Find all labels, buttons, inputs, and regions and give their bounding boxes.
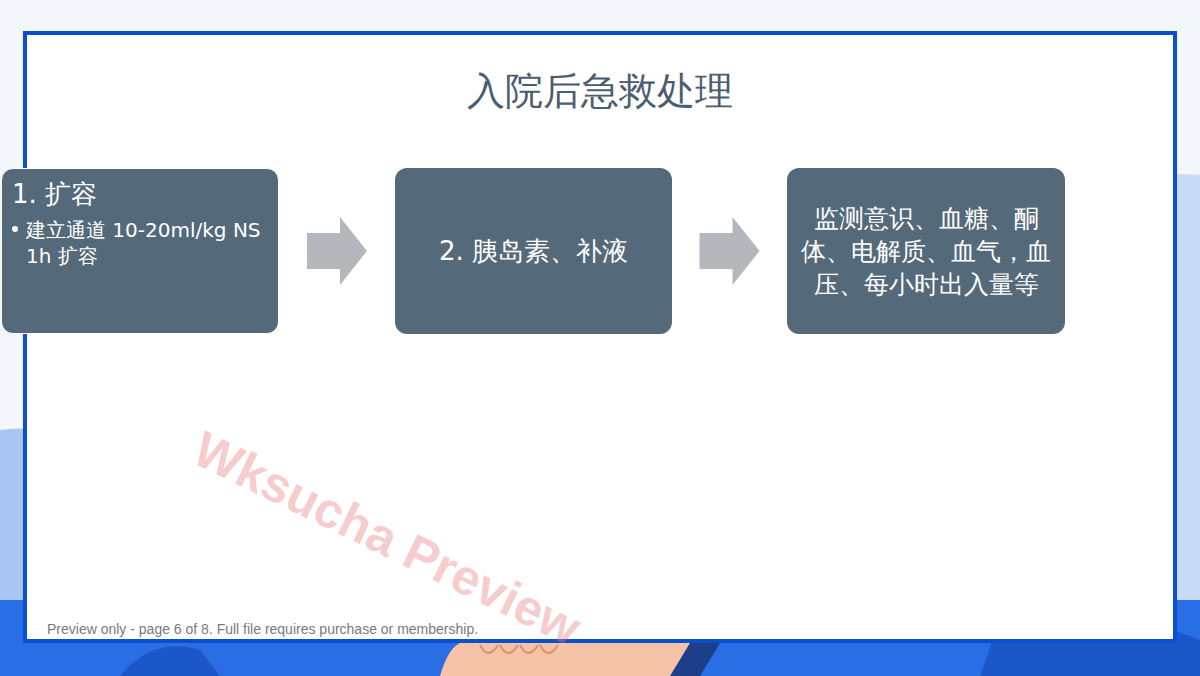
hand-illustration bbox=[440, 643, 720, 676]
slide-title: 入院后急救处理 bbox=[200, 66, 1000, 117]
process-box: 1. 扩容建立通道 10-20ml/kg NS 1h 扩容 bbox=[1, 168, 279, 334]
block-arrow bbox=[700, 217, 760, 285]
bullet-text: 建立通道 10-20ml/kg NS 1h 扩容 bbox=[26, 217, 268, 269]
sleeve bbox=[670, 643, 720, 676]
box-heading: 1. 扩容 bbox=[12, 177, 268, 211]
footer-note: Preview only - page 6 of 8. Full file re… bbox=[47, 621, 478, 637]
slide-frame bbox=[25, 33, 1175, 641]
block-arrow bbox=[307, 217, 367, 285]
process-box: 监测意识、血糖、酮体、电解质、血气，血压、每小时出入量等 bbox=[787, 168, 1065, 334]
process-box: 2. 胰岛素、补液 bbox=[395, 168, 672, 334]
box-text: 2. 胰岛素、补液 bbox=[407, 234, 660, 268]
box-text: 监测意识、血糖、酮体、电解质、血气，血压、每小时出入量等 bbox=[799, 202, 1053, 301]
background-wave bbox=[120, 646, 220, 676]
bullet-row: 建立通道 10-20ml/kg NS 1h 扩容 bbox=[12, 217, 268, 269]
hand-shape bbox=[440, 643, 700, 676]
bullet-dot bbox=[12, 226, 18, 232]
